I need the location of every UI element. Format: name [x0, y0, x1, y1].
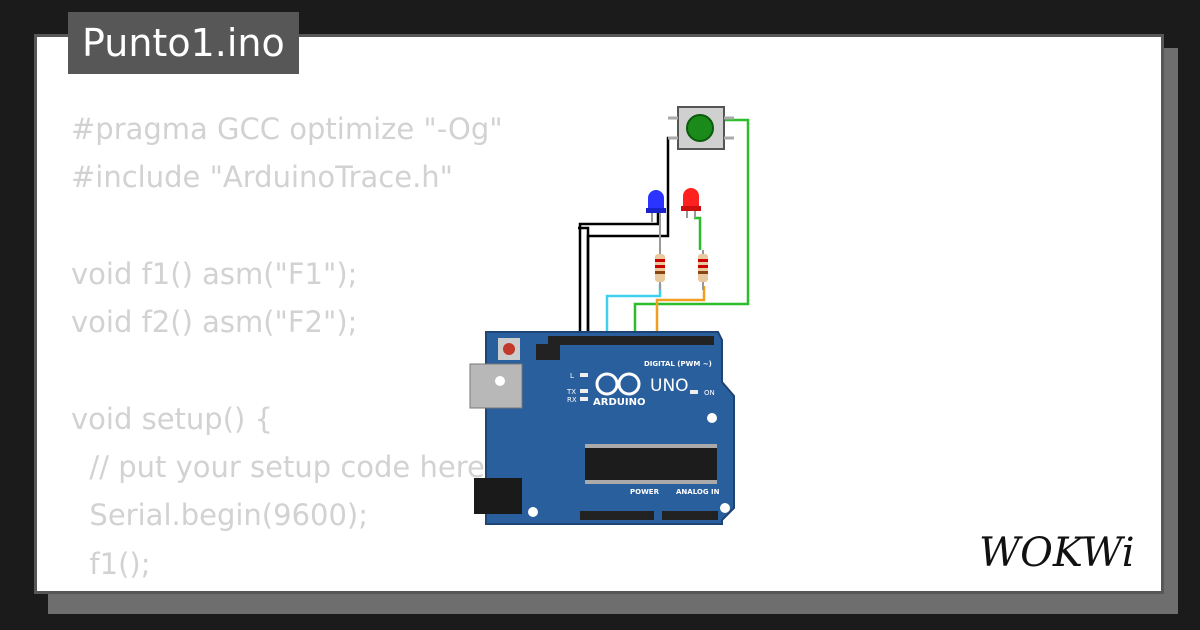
led-red[interactable] — [681, 188, 701, 218]
board-brand: ARDUINO — [593, 397, 645, 408]
digital-label: DIGITAL (PWM ~) — [644, 360, 712, 368]
arduino-uno[interactable]: ARDUINO UNO DIGITAL (PWM ~) POWER ANALOG… — [469, 331, 735, 525]
wire-green-button — [633, 118, 750, 338]
board-model: UNO — [650, 376, 689, 396]
wire-orange — [655, 286, 706, 338]
project-title[interactable]: Punto1.ino — [68, 12, 299, 74]
resistor-2[interactable] — [698, 250, 708, 290]
code-preview: #pragma GCC optimize "-Og" #include "Ardu… — [71, 105, 503, 591]
pushbutton[interactable] — [668, 106, 734, 150]
code-line: #pragma GCC optimize "-Og" — [71, 112, 503, 146]
resistor-1[interactable] — [655, 250, 665, 290]
led-rx-label: RX — [567, 396, 577, 404]
project-card[interactable]: #pragma GCC optimize "-Og" #include "Ardu… — [34, 34, 1164, 594]
code-line: #include "ArduinoTrace.h" — [71, 160, 454, 195]
code-line: void f1() asm("F1"); — [71, 256, 358, 291]
wire-black-gnd — [578, 208, 660, 338]
wire-cyan — [605, 284, 662, 338]
led-l-label: L — [570, 372, 574, 380]
svg-text:WOKWi: WOKWi — [979, 530, 1135, 576]
led-blue[interactable] — [646, 190, 666, 250]
code-line: f1(); — [71, 546, 151, 581]
code-line: void f2() asm("F2"); — [71, 305, 358, 340]
on-label: ON — [704, 389, 715, 397]
wokwi-logo: WOKWi — [979, 530, 1135, 576]
analog-label: ANALOG IN — [676, 488, 720, 496]
led-tx-label: TX — [566, 388, 576, 396]
power-label: POWER — [630, 488, 660, 496]
code-line: void setup() { — [71, 401, 273, 436]
code-line: Serial.begin(9600); — [71, 498, 369, 533]
wire-green-red-led — [694, 216, 702, 250]
code-line: // put your setup code here — [71, 450, 485, 485]
